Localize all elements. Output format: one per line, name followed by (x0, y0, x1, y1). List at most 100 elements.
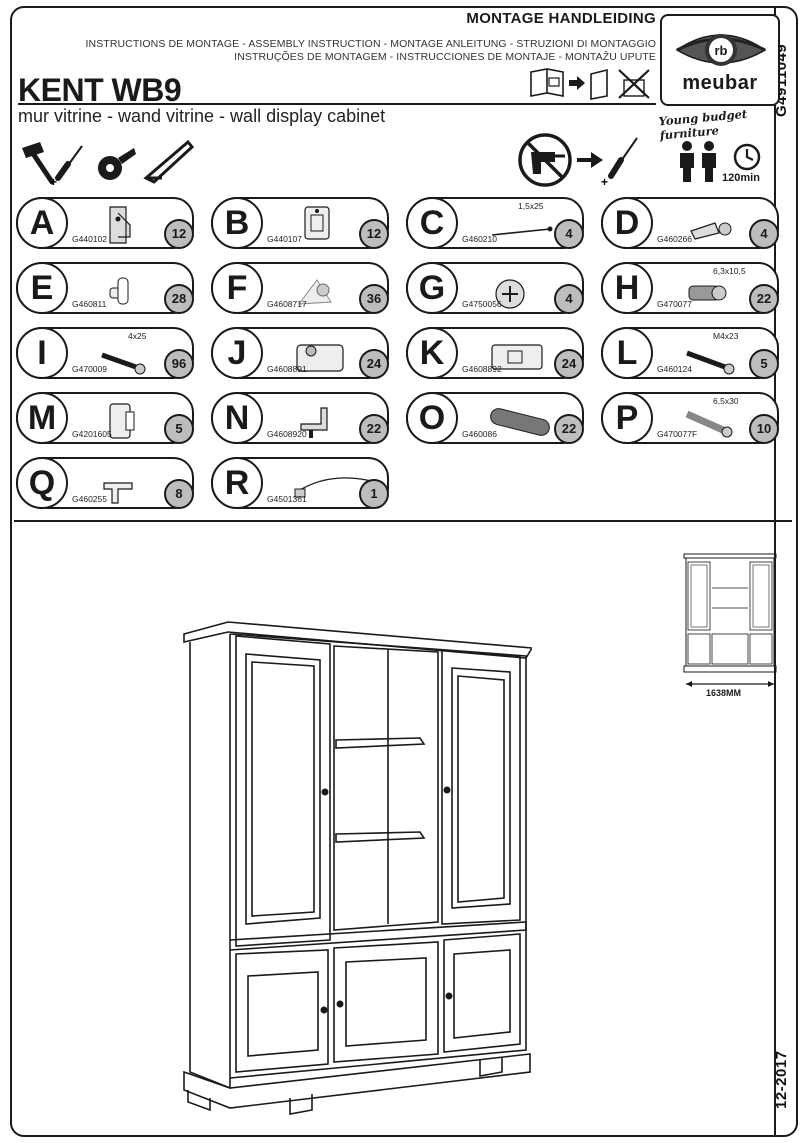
cam-bolt-icon (690, 222, 732, 240)
connector-plate-icon (491, 344, 543, 370)
part-letter: E (16, 262, 68, 314)
part-letter: I (16, 327, 68, 379)
part-quantity: 12 (164, 219, 194, 249)
part-code: G460811 (72, 299, 107, 309)
part-letter: C (406, 197, 458, 249)
hinge-plate-icon (304, 206, 330, 240)
part-quantity: 96 (164, 349, 194, 379)
part-quantity: 4 (554, 219, 584, 249)
part-code: G460255 (72, 494, 107, 504)
square-ruler-icon (143, 139, 195, 184)
part-spec: 6,5x30 (713, 396, 739, 406)
part-k: K G4608892 24 (406, 327, 584, 379)
part-g: G G4750056 4 (406, 262, 584, 314)
machine-screw-icon (686, 350, 735, 375)
part-quantity: 4 (749, 219, 779, 249)
shelf-pin-icon (109, 277, 129, 305)
document-sidebar: G4911049 12-2017 (773, 8, 796, 1135)
part-letter: H (601, 262, 653, 314)
part-m: M G4201605 5 (16, 392, 194, 444)
header-languages-1: INSTRUCTIONS DE MONTAGE - ASSEMBLY INSTR… (85, 38, 656, 50)
part-code: G4608892 (462, 364, 502, 374)
part-quantity: 24 (554, 349, 584, 379)
confirmat-screw-icon (685, 410, 733, 438)
part-letter: O (406, 392, 458, 444)
part-quantity: 28 (164, 284, 194, 314)
assembly-time: 120min (722, 172, 760, 184)
required-tools: + (22, 139, 195, 186)
part-c: C G460210 1,5x25 4 (406, 197, 584, 249)
part-letter: Q (16, 457, 68, 509)
part-quantity: 36 (359, 284, 389, 314)
part-f: F G4608717 36 (211, 262, 389, 314)
hinge-icon (109, 206, 131, 244)
door-knob-icon (320, 786, 453, 1014)
part-letter: G (406, 262, 458, 314)
part-quantity: 5 (749, 349, 779, 379)
part-quantity: 22 (749, 284, 779, 314)
part-o: O G460086 22 (406, 392, 584, 444)
part-letter: L (601, 327, 653, 379)
part-letter: P (601, 392, 653, 444)
part-letter: N (211, 392, 263, 444)
part-letter: D (601, 197, 653, 249)
svg-text:+: + (50, 175, 57, 186)
tape-measure-icon (98, 148, 136, 180)
part-quantity: 4 (554, 284, 584, 314)
nail-icon (491, 226, 553, 236)
euro-screw-icon (688, 285, 727, 301)
part-code: G470009 (72, 364, 107, 374)
part-letter: M (16, 392, 68, 444)
cabinet-dimension-thumbnail (683, 553, 777, 687)
eye-logo-icon: rb (675, 34, 767, 66)
document-date: 12-2017 (773, 1050, 790, 1110)
part-code: G460086 (462, 429, 497, 439)
part-quantity: 5 (164, 414, 194, 444)
instruction-booklet-icon (530, 68, 650, 100)
two-persons-icon (680, 141, 716, 182)
logo-monogram: rb (715, 43, 728, 58)
part-code: G440107 (267, 234, 302, 244)
brand-name: meubar (682, 72, 758, 94)
part-e: E G460811 28 (16, 262, 194, 314)
part-b: B G440107 12 (211, 197, 389, 249)
part-code: G4750056 (462, 299, 502, 309)
part-quantity: 22 (554, 414, 584, 444)
connector-block-icon (296, 344, 344, 372)
cam-lock-icon (495, 279, 525, 309)
svg-text:+: + (601, 175, 608, 188)
part-letter: A (16, 197, 68, 249)
part-code: G4201605 (72, 429, 112, 439)
part-letter: F (211, 262, 263, 314)
screwdriver-icon: + (50, 145, 83, 186)
part-d: D G460266 4 (601, 197, 779, 249)
part-code: G470077 (657, 299, 692, 309)
header-title: MONTAGE HANDLEIDING (466, 10, 656, 27)
page-frame: G4911049 12-2017 (10, 6, 798, 1137)
part-quantity: 1 (359, 479, 389, 509)
part-code: G4608717 (267, 299, 307, 309)
part-letter: R (211, 457, 263, 509)
part-letter: K (406, 327, 458, 379)
part-letter: B (211, 197, 263, 249)
clock-icon (733, 143, 761, 171)
part-code: G4608891 (267, 364, 307, 374)
part-q: Q G460255 8 (16, 457, 194, 509)
no-power-tool-icon: + (518, 133, 638, 188)
part-spec: 1,5x25 (518, 201, 544, 211)
part-quantity: 22 (359, 414, 389, 444)
part-code: G460210 (462, 234, 497, 244)
part-code: G460266 (657, 234, 692, 244)
part-spec: M4x23 (713, 331, 739, 341)
header-languages-2: INSTRUÇÕES DE MONTAGEM - INSTRUCCIONES D… (234, 51, 656, 63)
product-subtitle: mur vitrine - wand vitrine - wall displa… (18, 106, 386, 126)
part-quantity: 10 (749, 414, 779, 444)
part-quantity: 8 (164, 479, 194, 509)
part-quantity: 12 (359, 219, 389, 249)
